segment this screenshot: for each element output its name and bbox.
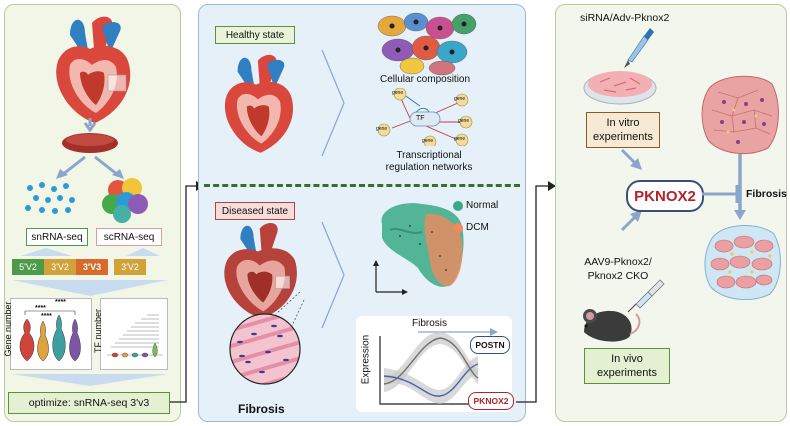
gene-node-label: gene	[458, 118, 470, 124]
expr-fibrosis-label: Fibrosis	[412, 318, 448, 329]
syringe-icon	[627, 279, 665, 313]
gene-node-label: gene	[454, 136, 466, 142]
arrow-to-pknox2-bottom	[620, 210, 642, 232]
in-vitro-line2: experiments	[593, 131, 653, 143]
sirna-label: siRNA/Adv-Pknox2	[580, 12, 670, 24]
sig-mark: ****	[55, 299, 66, 306]
in-vitro-line1: In vitro	[606, 117, 640, 129]
tf-node-label: TF	[416, 115, 425, 122]
diseased-heart-icon	[224, 223, 297, 319]
healthy-state-label: Healthy state	[215, 26, 295, 44]
snrna-seq-label: snRNA-seq	[26, 228, 88, 246]
aav-label-line1: AAV9-Pknox2/	[584, 256, 652, 268]
healthy-heart-icon	[224, 54, 294, 153]
cell-mosaic-icon	[377, 12, 477, 76]
legend-normal-label: Normal	[466, 200, 499, 211]
in-vivo-box: In vivo experiments	[584, 348, 670, 384]
violin-y-label: Gene number	[3, 301, 13, 357]
chevron-right-icon	[321, 49, 345, 157]
diseased-state-label: Diseased state	[215, 202, 295, 220]
optimize-box: optimize: snRNA-seq 3'v3	[8, 392, 170, 414]
cardiomyocyte-tissue-fibrotic	[704, 224, 781, 300]
tissue-chunk-icon	[62, 133, 118, 153]
fibrosis-caption: Fibrosis	[238, 402, 285, 416]
pknox2-node: PKNOX2	[626, 180, 704, 212]
legend-normal-swatch	[453, 201, 463, 211]
bracket-triangles	[20, 248, 160, 256]
chem-tag-3v3: 3'V3	[76, 259, 108, 275]
funnel-triangle	[12, 280, 168, 296]
chem-tag-3v2: 3'V2	[44, 259, 76, 275]
chevron-right-icon	[321, 221, 345, 329]
arrow-down-icon	[83, 118, 97, 132]
sig-mark: ****	[35, 305, 46, 312]
postn-label: POSTN	[470, 336, 510, 354]
cellular-composition-label: Cellular composition	[380, 74, 471, 85]
tf-y-label: TF number	[93, 309, 103, 354]
grn-label-line1: Transcriptional	[396, 150, 462, 161]
nuclei-dots-icon	[25, 182, 75, 214]
grn-label-line2: regulation networks	[385, 162, 473, 173]
fibrosis-histology-icon	[229, 313, 301, 385]
petri-dish-icon	[583, 71, 657, 105]
pknox2-small-label: PKNOX2	[468, 392, 514, 410]
gene-node-label: gene	[392, 90, 404, 96]
zoom-lines	[275, 291, 305, 331]
tf-plot-shapes	[107, 314, 163, 358]
progression-arrow	[734, 154, 746, 220]
legend-dcm-label: DCM	[466, 222, 489, 233]
funnel-triangle-bottom	[12, 374, 168, 386]
expression-curves	[379, 328, 506, 405]
heart-icon	[56, 16, 131, 124]
gene-node-label: gene	[454, 96, 466, 102]
scrna-seq-label: scRNA-seq	[96, 228, 162, 246]
connector-arrow-2	[516, 181, 556, 403]
cells-cluster-icon	[102, 178, 148, 223]
regulatory-network-diagram	[377, 88, 473, 146]
mouse-icon	[583, 309, 641, 342]
tf-number-plot	[100, 298, 168, 370]
gene-node-label: gene	[376, 126, 388, 132]
sig-mark: ****	[41, 313, 52, 320]
chem-tag-sc-3v2: 3'V2	[114, 259, 146, 275]
expr-y-label: Expression	[360, 334, 372, 385]
cardiomyocyte-tissue-healthy	[701, 75, 779, 154]
in-vivo-line1: In vivo	[611, 353, 643, 365]
arrow-to-pknox2-top	[620, 148, 642, 170]
pipette-icon	[624, 28, 654, 68]
split-arrows-icon	[56, 155, 124, 179]
gene-node-label: gene	[422, 138, 434, 144]
violin-shapes	[19, 310, 81, 362]
legend-dcm-swatch	[453, 223, 463, 233]
state-divider	[204, 184, 520, 187]
inhibition-arrow	[702, 185, 739, 203]
chem-tag-5v2: 5'V2	[12, 259, 44, 275]
fibrosis-label: Fibrosis	[746, 188, 787, 200]
in-vivo-line2: experiments	[597, 367, 657, 379]
umap-scatter	[373, 203, 464, 295]
in-vitro-box: In vitro experiments	[586, 112, 660, 148]
aav-label-line2: Pknox2 CKO	[587, 270, 649, 282]
gene-number-violin-plot: **** **** ****	[10, 298, 92, 370]
